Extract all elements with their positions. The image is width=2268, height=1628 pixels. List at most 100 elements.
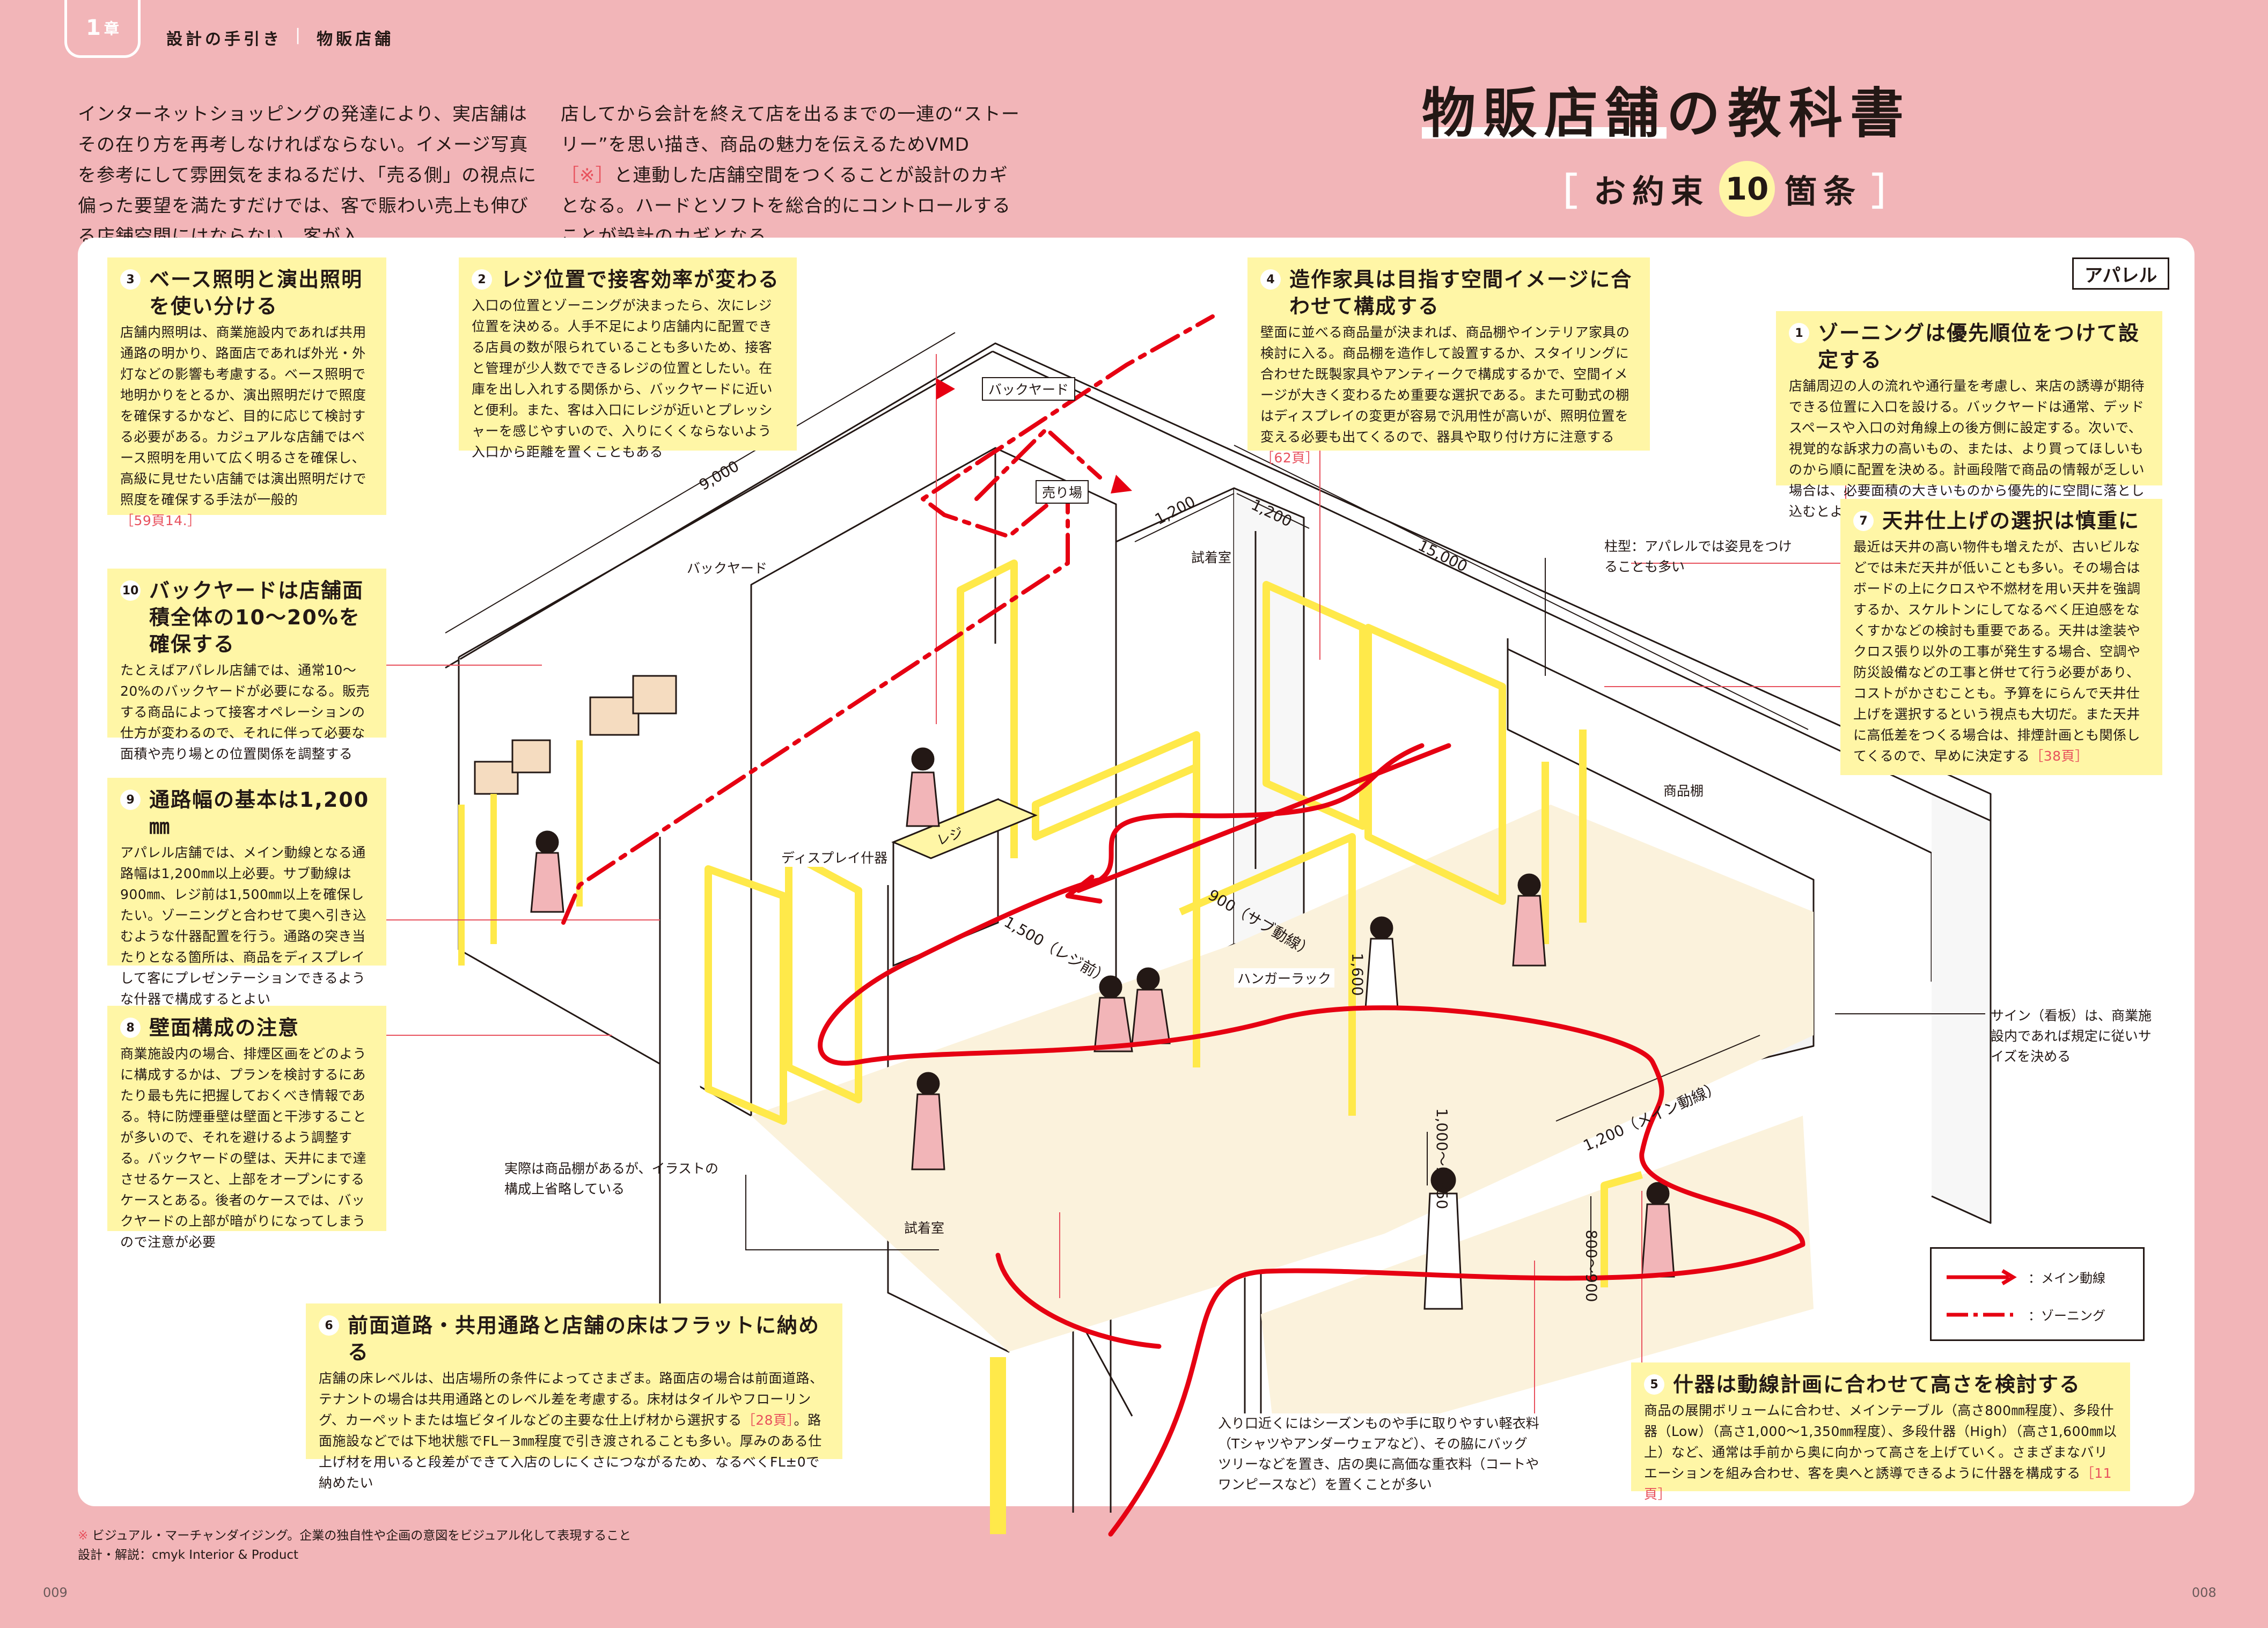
callout-body: 店舗内照明は、商業施設内であれば共用通路の明かり、路面店であれば外光・外灯などの… [120,325,367,507]
backyard-door-frame [957,559,1018,880]
subtitle-text-a: お約束 [1594,173,1709,211]
callout-title: レジ位置で接客効率が変わる [501,268,780,291]
intro-ref[interactable]: ［※］ [561,165,614,186]
callout-title: バックヤードは店舗面積全体の10～20%を確保する [149,579,364,656]
zoning-line [561,314,1215,925]
intro-text-a: 店してから会計を終えて店を出るまでの一連の“ストーリー”を思い描き、商品の魅力を… [561,104,1020,156]
breadcrumb-item-guide[interactable]: 設計の手引き [166,30,282,49]
callout-title: 造作家具は目指す空間イメージに合わせて構成する [1289,268,1633,318]
chapter-suffix: 章 [104,19,119,38]
backyard-label: バックヤード [687,561,768,576]
callout-body: 商品の展開ボリュームに合わせ、メインテーブル（高さ800㎜程度）、多段什器（Lo… [1644,1403,2117,1481]
dimension-800-900: 800～900 [1582,1229,1601,1302]
callout-title: 壁面構成の注意 [149,1016,300,1040]
callout-3-lighting: 3 ベース照明と演出照明を使い分ける 店舗内照明は、商業施設内であれば共用通路の明… [107,257,386,528]
credit: 設計・解説：cmyk Interior & Product [78,1548,299,1562]
callout-number: 9 [120,790,141,810]
zoning-dash-icon [1947,1313,2013,1316]
main-flow-arrow-icon [1947,1269,2017,1285]
callout-body: 店舗周辺の人の流れや通行量を考慮し、来店の誘導が期待できる位置に入口を設ける。バ… [1789,378,2145,519]
intro-column-2: 店してから会計を終えて店を出るまでの一連の“ストーリー”を思い描き、商品の魅力を… [561,99,1022,252]
callout-title: ゾーニングは優先順位をつけて設定する [1818,321,2140,372]
callout-4-furniture: 4 造作家具は目指す空間イメージに合わせて構成する 壁面に並べる商品量が決まれば、… [1247,257,1650,466]
callout-number: 3 [120,269,141,290]
hanger-rack-label: ハンガーラック [1234,968,1335,988]
callout-ref[interactable]: ［11頁］ [1644,1465,2112,1502]
page-number-right: 008 [2192,1585,2216,1600]
callout-1-zoning: 1 ゾーニングは優先順位をつけて設定する 店舗周辺の人の流れや通行量を考慮し、来店… [1776,311,2162,519]
dimension-1600: 1,600 [1348,953,1367,996]
dimension-1000-1350: 1,000～1,350 [1433,1108,1451,1210]
callout-8-wall: 8 壁面構成の注意 商業施設内の場合、排煙区画をどのように構成するかは、プランを検… [107,1006,386,1250]
fitting-room-label-bottom: 試着室 [904,1220,945,1236]
shelf-label: 商品棚 [1663,783,1704,799]
callout-number: 5 [1644,1374,1664,1395]
backyard-storage [458,675,677,966]
legend-label-main: ：メイン動線 [2028,1271,2105,1286]
breadcrumb-item-retail[interactable]: 物販店舗 [317,30,394,49]
callout-body: 入口の位置とゾーニングが決まったら、次にレジ位置を決める。人手不足により店舗内に… [472,298,773,460]
callout-title: 天井仕上げの選択は慎重に [1882,509,2140,533]
callout-7-ceiling: 7 天井仕上げの選択は慎重に 最近は天井の高い物件も増えたが、古いビルなどでは未だ… [1840,499,2162,775]
register-counter [891,798,1038,967]
callout-body: たとえばアパレル店舗では、通常10～20%のバックヤードが必要になる。販売する商… [120,662,370,762]
callout-body-cont: 。路面施設などでは下地状態でFL－3㎜程度で引き渡されることも多い。厚みのある仕… [319,1412,822,1491]
hanger-rack-b [1179,833,1356,1116]
page-title: 物販店舗の教科書 [1422,70,1911,148]
callout-title: 什器は動線計画に合わせて高さを検討する [1673,1373,2081,1396]
page-title-highlight: 物販店舗 [1422,82,1667,145]
entrance-note: 入り口近くにはシーズンものや手に取りやすい軽衣料（Tシャツやアンダーウェアなど）… [1218,1413,1540,1495]
outer-wall-inner-edge [458,350,993,658]
callout-number: 8 [120,1018,141,1038]
callout-ref[interactable]: ［38頁］ [2030,748,2089,764]
callout-title: 前面道路・共用通路と店舗の床はフラットに納める [348,1314,820,1364]
backyard-tag: バックヤード [982,377,1076,401]
display-fixture-frame [704,865,787,1125]
callout-number: 4 [1260,269,1281,290]
legend-item-main: ：メイン動線 [1944,1268,2105,1286]
page-number-left: 009 [43,1585,68,1600]
apparel-badge: アパレル [2072,257,2170,290]
page-title-rest: の教科書 [1667,82,1911,145]
callout-number: 7 [1853,511,1874,531]
callout-ref[interactable]: ［62頁］ [1260,450,1319,466]
shoppers [530,747,1675,1310]
footnote-mark: ※ [78,1529,89,1543]
callout-ref[interactable]: ［28頁］ [742,1412,794,1428]
pillar-note: 柱型：アパレルでは姿見をつけることも多い [1604,539,1792,574]
footnote: ※ ビジュアル・マーチャンダイジング。企業の独自性や企画の意図をビジュアル化して… [78,1526,631,1565]
callout-10-backyard: 10 バックヤードは店舗面積全体の10～20%を確保する たとえばアパレル店舗では… [107,569,386,762]
callout-title: ベース照明と演出照明を使い分ける [149,268,363,318]
yellow-fixtures [704,559,1643,1534]
callout-title: 通路幅の基本は1,200㎜ [149,788,370,838]
callout-body: 壁面に並べる商品量が決まれば、商品棚やインテリア家具の検討に入る。商品棚を造作し… [1260,325,1630,445]
omit-note: 実際は商品棚があるが、イラストの構成上省略している [504,1161,719,1197]
breadcrumb: 設計の手引き | 物販店舗 [166,26,394,49]
callout-number: 1 [1789,323,1809,343]
callout-ref[interactable]: ［59頁14.］ [120,513,201,528]
page-subtitle: ［ お約束 10 箇条 ］ [1540,161,1915,217]
legend-item-zoning: ：ゾーニング [1944,1305,2105,1324]
callout-body: 商業施設内の場合、排煙区画をどのように構成するかは、プランを検討するにあたり最も… [120,1046,367,1250]
salesfloor-tag: 売り場 [1036,480,1089,504]
callout-2-register: 2 レジ位置で接客効率が変わる 入口の位置とゾーニングが決まったら、次にレジ位置を… [459,257,797,460]
sign-note: サイン（看板）は、商業施設内であれば規定に従いサイズを決める [1991,1008,2152,1064]
main-flow-line [818,743,1805,1537]
subtitle-open-bracket: ［ [1540,170,1584,214]
callout-5-fixture-height: 5 什器は動線計画に合わせて高さを検討する 商品の展開ボリュームに合わせ、メインテ… [1631,1362,2130,1502]
callout-number: 2 [472,269,492,290]
subtitle-number-badge: 10 [1719,161,1775,217]
wall-shelf-frame-right [1364,624,1506,905]
chapter-number: 1 [86,15,101,40]
backyard-partition [750,447,996,805]
display-fixture-label: ディスプレイ什器 [778,848,891,867]
callout-number: 10 [120,580,141,601]
callout-number: 6 [319,1315,339,1336]
entrance-floor [1261,1116,1814,1459]
wall-shelf-frame-left [1263,581,1367,830]
callout-body: 最近は天井の高い物件も増えたが、古いビルなどでは未だ天井が低いことも多い。その場… [1853,539,2141,764]
breadcrumb-separator: | [295,26,304,45]
